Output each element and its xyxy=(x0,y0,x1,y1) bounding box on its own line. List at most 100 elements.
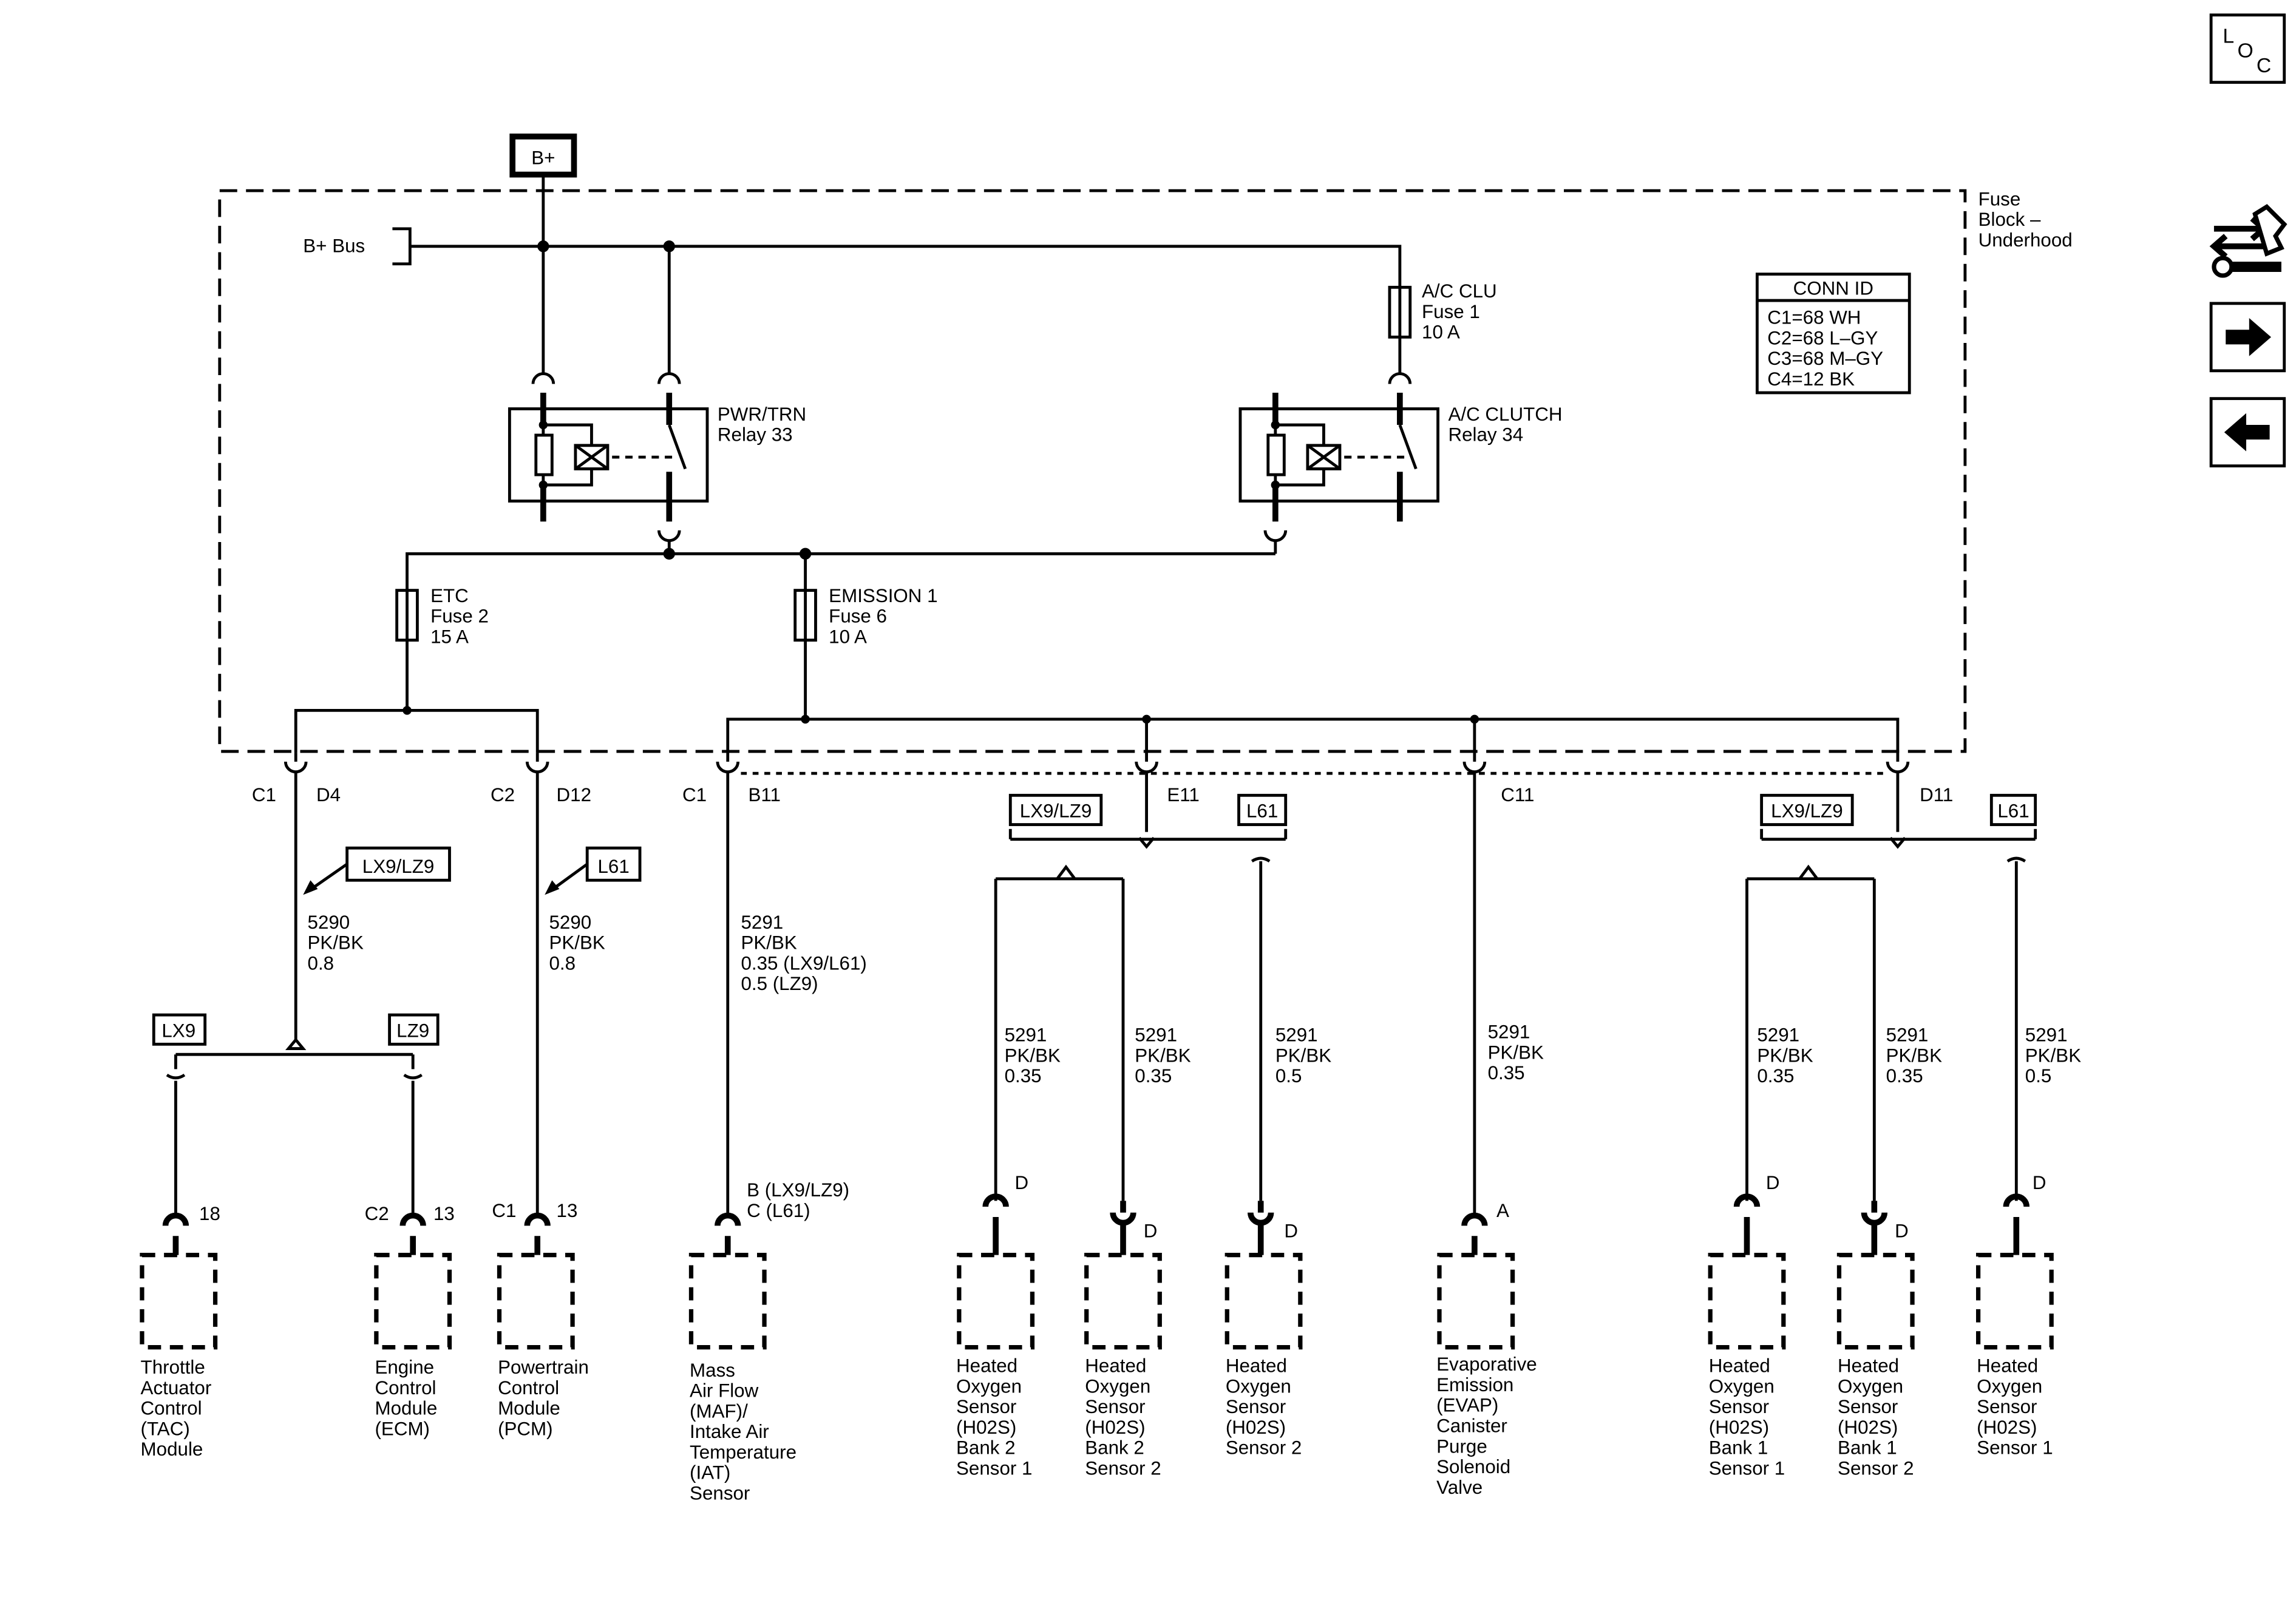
wire-label-b1s2: 5291 PK/BK 0.35 xyxy=(1886,1025,1942,1087)
conn-id-line: C1=68 WH xyxy=(1767,307,1861,328)
component-maf xyxy=(688,1212,767,1350)
option-tag-lx9lz9-b1: LX9/LZ9 xyxy=(1760,793,1854,826)
svg-text:PK/BK: PK/BK xyxy=(308,932,364,954)
svg-text:Heated: Heated xyxy=(1838,1355,1899,1377)
svg-text:Mass: Mass xyxy=(690,1360,735,1381)
svg-text:Temperature: Temperature xyxy=(690,1442,796,1463)
wire-label-l61-s2: 5291 PK/BK 0.5 xyxy=(1275,1025,1331,1087)
pwr-trn-relay-33 xyxy=(508,372,709,554)
previous-page-button[interactable] xyxy=(2209,397,2286,468)
svg-text:Solenoid: Solenoid xyxy=(1436,1456,1510,1477)
svg-text:Sensor 2: Sensor 2 xyxy=(1085,1457,1161,1479)
next-page-button[interactable] xyxy=(2209,302,2286,373)
relay-label: Relay 34 xyxy=(1448,424,1523,446)
component-name-ho2s-b2s2: Heated Oxygen Sensor (H02S) Bank 2 Senso… xyxy=(1085,1355,1161,1479)
svg-text:Heated: Heated xyxy=(1977,1355,2038,1377)
option-callout-lx9lz9-left: LX9/LZ9 xyxy=(303,846,451,895)
conn-id-line: C2=68 L–GY xyxy=(1767,327,1878,348)
fuse-label: 15 A xyxy=(430,626,469,647)
svg-text:Bank 1: Bank 1 xyxy=(1709,1437,1768,1459)
svg-text:5291: 5291 xyxy=(1886,1025,1929,1046)
svg-text:5291: 5291 xyxy=(1757,1025,1799,1046)
fuse-block-label-2: Block – xyxy=(1978,209,2041,230)
fuse-label: Fuse 2 xyxy=(430,606,489,627)
connector-label: E11 xyxy=(1167,784,1199,805)
svg-text:PK/BK: PK/BK xyxy=(549,932,605,954)
svg-text:Control: Control xyxy=(141,1398,202,1419)
relay-output-bus xyxy=(406,547,1275,591)
connector-label: C1 xyxy=(682,784,707,805)
conn-id-title: CONN ID xyxy=(1793,277,1873,299)
pin-label: D xyxy=(1895,1221,1909,1242)
svg-text:5291: 5291 xyxy=(1135,1025,1177,1046)
svg-text:Heated: Heated xyxy=(956,1355,1017,1377)
pin-label: D xyxy=(1015,1172,1029,1193)
lx9-lz9-split xyxy=(166,1025,423,1216)
svg-text:Air Flow: Air Flow xyxy=(690,1380,759,1402)
etc-fuse: ETC Fuse 2 15 A xyxy=(294,585,539,753)
svg-text:Canister: Canister xyxy=(1436,1415,1507,1437)
pin-label: D xyxy=(2033,1172,2046,1193)
connector-label: D12 xyxy=(557,784,592,805)
svg-text:0.35: 0.35 xyxy=(1005,1065,1042,1086)
svg-text:LZ9: LZ9 xyxy=(396,1020,429,1041)
fuse-label: Fuse 6 xyxy=(829,606,887,627)
loc-o-letter: O xyxy=(2238,39,2254,63)
wire-label-b2s2: 5291 PK/BK 0.35 xyxy=(1135,1025,1190,1087)
svg-text:Module: Module xyxy=(498,1398,560,1419)
fuse-block-label-1: Fuse xyxy=(1978,188,2021,209)
svg-text:Oxygen: Oxygen xyxy=(1709,1375,1775,1397)
svg-text:Heated: Heated xyxy=(1226,1355,1287,1377)
svg-text:0.8: 0.8 xyxy=(308,952,335,974)
wire-label-l61-s1: 5291 PK/BK 0.5 xyxy=(2025,1025,2081,1087)
option-tag-l61-b1: L61 xyxy=(1989,793,2037,826)
svg-text:Oxygen: Oxygen xyxy=(1977,1375,2042,1397)
component-name-maf: Mass Air Flow (MAF)/ Intake Air Temperat… xyxy=(690,1360,796,1504)
b-plus-bus xyxy=(392,174,1402,376)
svg-text:Sensor: Sensor xyxy=(1977,1396,2037,1417)
svg-text:0.35: 0.35 xyxy=(1886,1065,1923,1086)
svg-text:Control: Control xyxy=(498,1377,559,1398)
fuse-label: A/C CLU xyxy=(1422,280,1497,302)
relay-label: A/C CLUTCH xyxy=(1448,404,1562,425)
svg-text:5291: 5291 xyxy=(1488,1022,1530,1043)
wire-label-maf: 5291 PK/BK 0.35 (LX9/L61) 0.5 (LZ9) xyxy=(741,912,866,994)
svg-text:Purge: Purge xyxy=(1436,1436,1487,1457)
loc-button[interactable]: L O C xyxy=(2209,13,2286,84)
conn-id-line: C3=68 M–GY xyxy=(1767,348,1883,369)
connector-wrench-icon[interactable] xyxy=(2209,204,2288,278)
svg-text:PK/BK: PK/BK xyxy=(741,932,796,954)
svg-text:5291: 5291 xyxy=(2025,1025,2068,1046)
svg-text:LX9/LZ9: LX9/LZ9 xyxy=(1771,800,1843,821)
svg-text:0.5: 0.5 xyxy=(2025,1065,2052,1086)
option-tag-lz9: LZ9 xyxy=(388,1013,440,1046)
component-ho2s-b2s2 xyxy=(1084,1201,1162,1350)
svg-text:(MAF)/: (MAF)/ xyxy=(690,1400,748,1422)
wire-label-pcm: 5290 PK/BK 0.8 xyxy=(549,912,605,974)
option-tag-l61-b2: L61 xyxy=(1237,793,1288,826)
battery-positive-label: B+ xyxy=(509,134,577,178)
ac-clu-fuse: A/C CLU Fuse 1 10 A xyxy=(1388,280,1497,376)
svg-text:PK/BK: PK/BK xyxy=(1757,1045,1813,1066)
svg-text:LX9/LZ9: LX9/LZ9 xyxy=(1020,800,1092,821)
fuse-label: EMISSION 1 xyxy=(829,585,937,606)
pin-label: C (L61) xyxy=(747,1200,810,1221)
svg-text:Sensor: Sensor xyxy=(690,1482,750,1503)
relay-label: Relay 33 xyxy=(718,424,793,446)
svg-text:0.35 (LX9/L61): 0.35 (LX9/L61) xyxy=(741,952,866,974)
ac-clutch-relay-34 xyxy=(1238,372,1439,554)
svg-text:5290: 5290 xyxy=(549,912,591,933)
svg-text:Sensor: Sensor xyxy=(1838,1396,1898,1417)
svg-text:Sensor: Sensor xyxy=(1709,1396,1769,1417)
svg-text:Oxygen: Oxygen xyxy=(1226,1375,1291,1397)
svg-text:0.5: 0.5 xyxy=(1275,1065,1302,1086)
connector-label: D4 xyxy=(316,784,341,805)
component-name-pcm: Powertrain Control Module (PCM) xyxy=(498,1357,589,1439)
pin-label: B (LX9/LZ9) xyxy=(747,1179,849,1201)
svg-text:5291: 5291 xyxy=(1275,1025,1318,1046)
svg-text:Heated: Heated xyxy=(1709,1355,1770,1377)
fuse-label: 10 A xyxy=(829,626,867,647)
d11-split xyxy=(1745,829,2037,1201)
component-name-ho2s-b2s1: Heated Oxygen Sensor (H02S) Bank 2 Senso… xyxy=(956,1355,1032,1479)
svg-text:Sensor 1: Sensor 1 xyxy=(1709,1457,1785,1479)
